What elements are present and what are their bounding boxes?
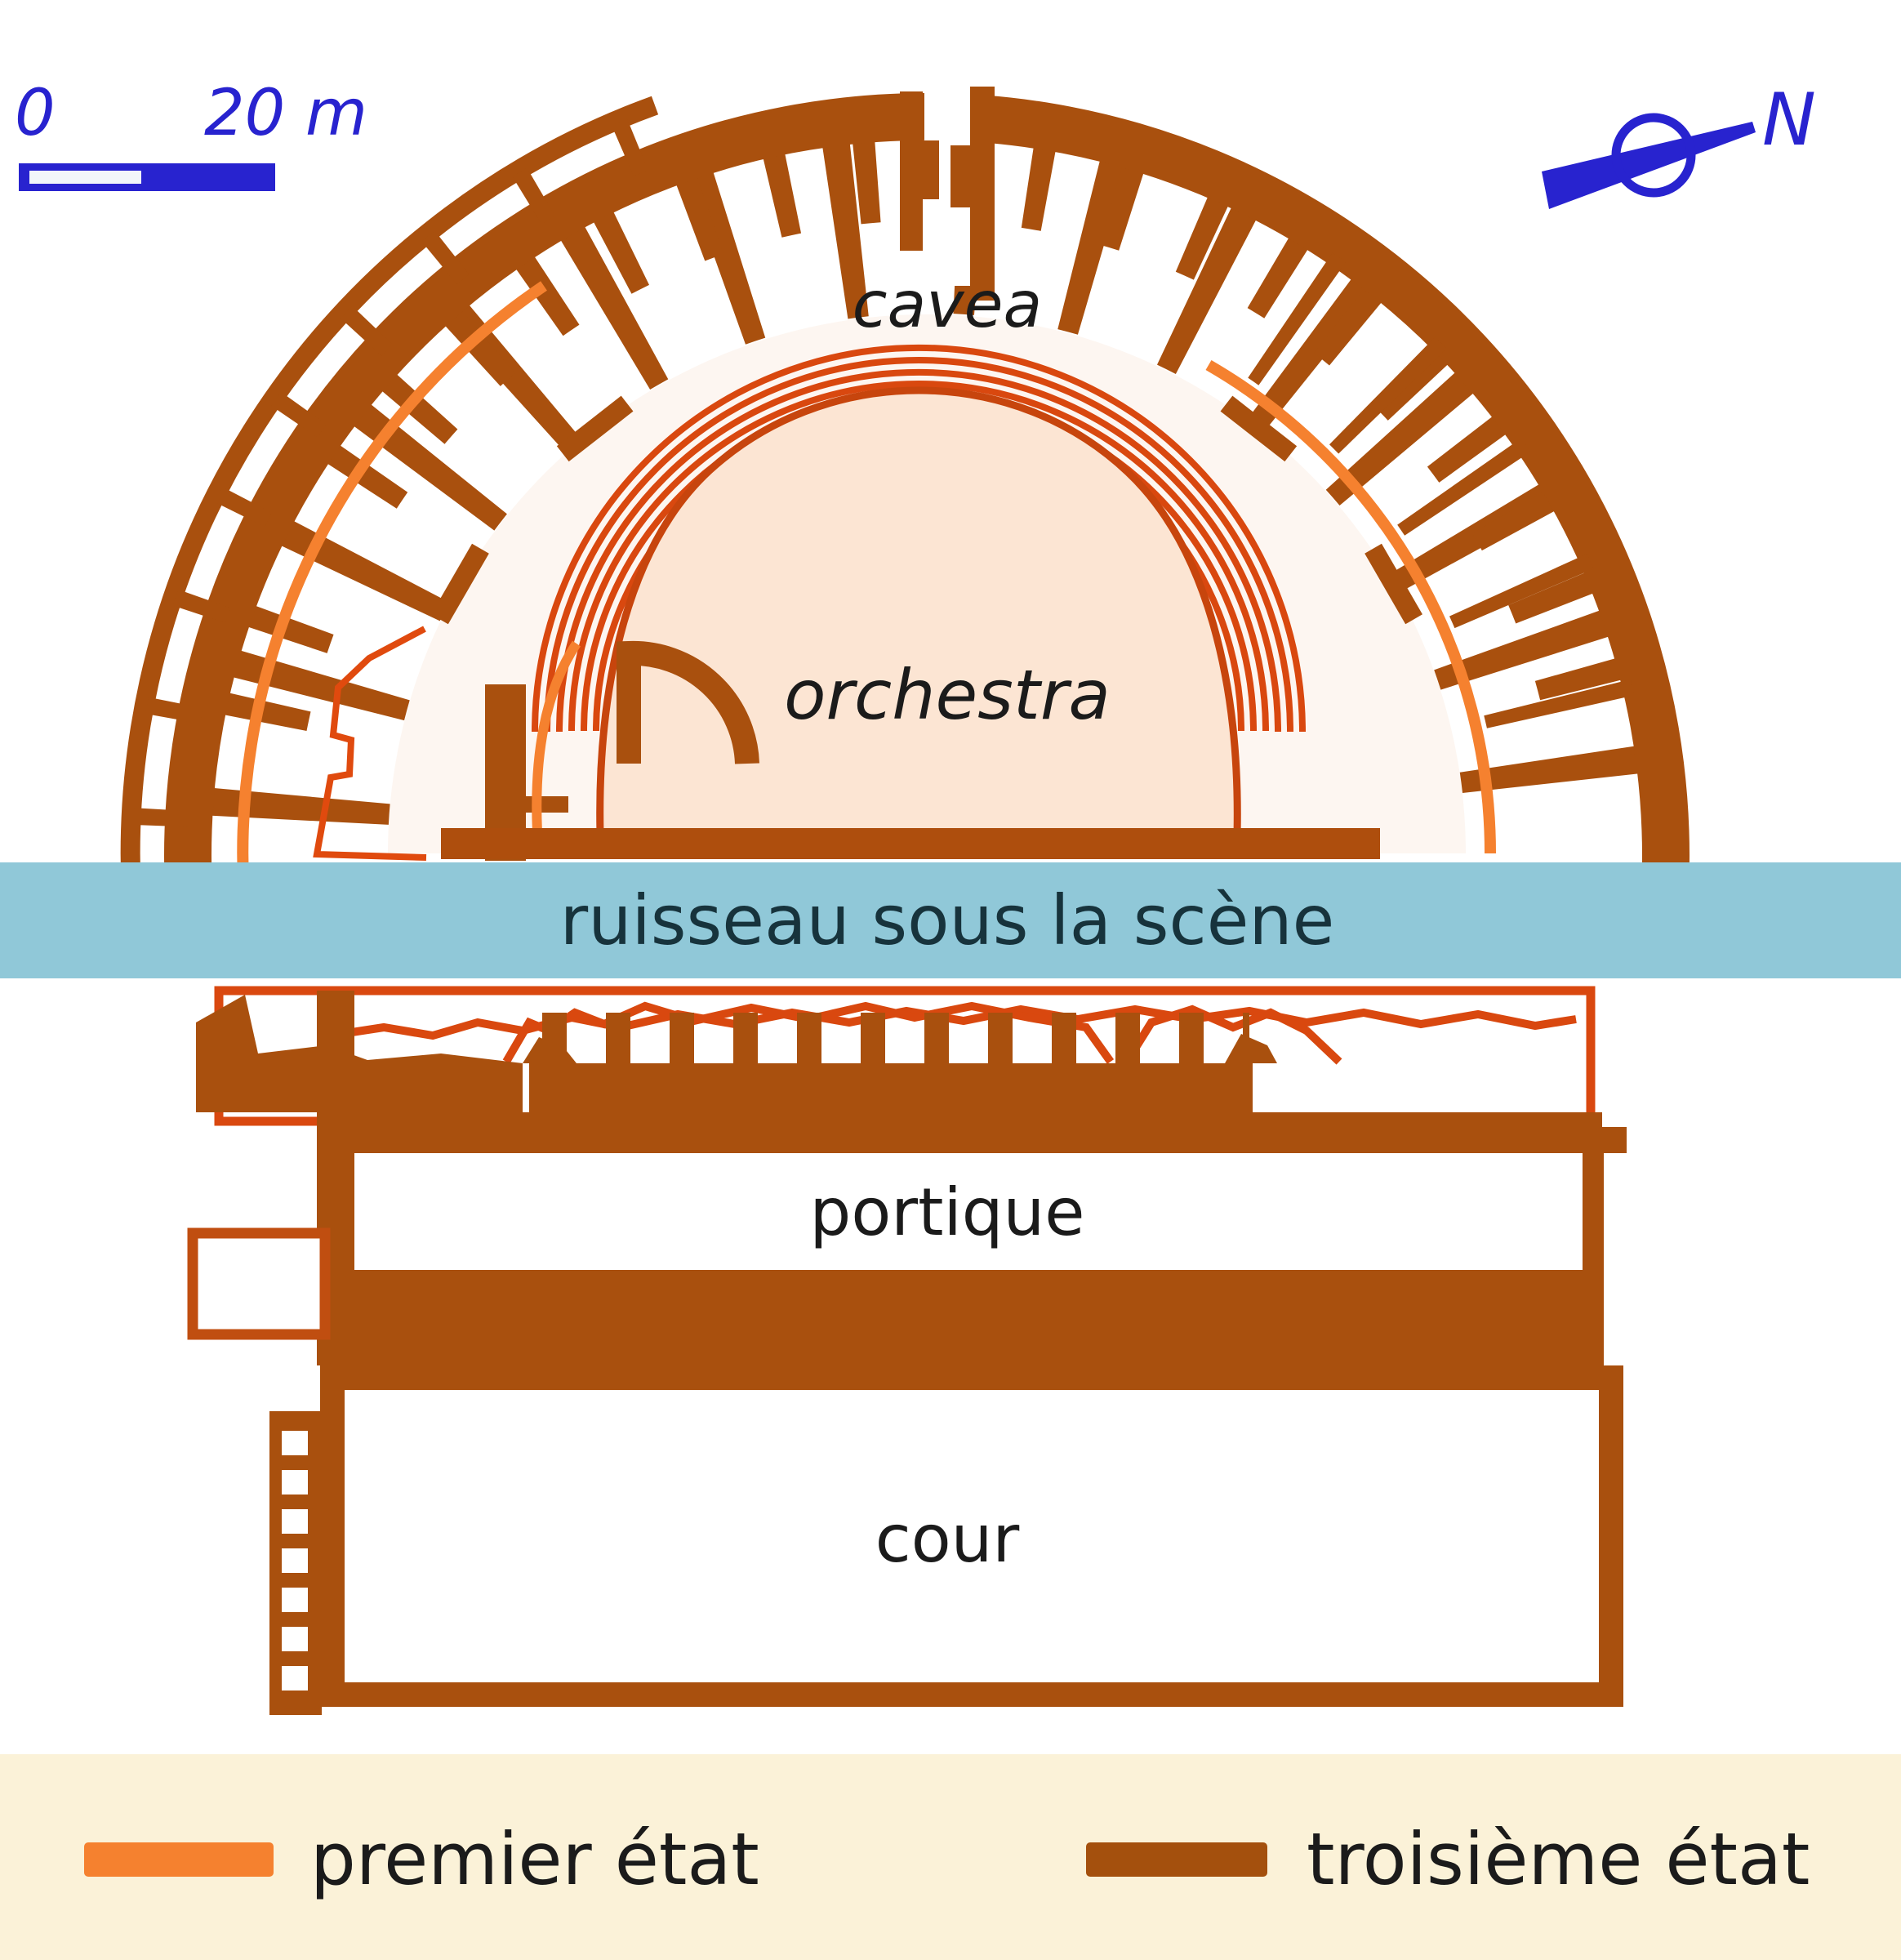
orchestra-area [596, 386, 1241, 839]
legend: premier état troisième état [0, 1754, 1901, 1960]
cavea-structure [120, 64, 1690, 938]
colonnade-stylobate [529, 1063, 1253, 1112]
west-annex-room [187, 1227, 331, 1340]
first-state-arc-left [237, 281, 547, 926]
rubble-lump-right [1225, 1034, 1277, 1063]
portico-north-wall-step [1579, 1127, 1627, 1153]
first-state-ruin-outline [313, 626, 427, 861]
portico-east-end-wall [1583, 1153, 1604, 1272]
vaulted-entrance-d-wall [617, 640, 759, 764]
legend-swatch-third-state [1086, 1842, 1267, 1877]
summit-jambs [900, 87, 995, 301]
stage-west-rubble [196, 995, 523, 1112]
stage-building [196, 986, 1627, 1365]
cavea-label: cavea [853, 269, 1043, 342]
rubble-lump-left [523, 1037, 577, 1063]
north-arrow [1542, 122, 1756, 209]
stream-band [0, 862, 1901, 978]
courtyard-walls [320, 1365, 1623, 1707]
portico-label: portique [810, 1174, 1085, 1250]
north-compass: N [1542, 78, 1816, 209]
outer-gallery-rail [120, 96, 659, 938]
first-state-wall-curve [532, 640, 581, 858]
portico-north-wall [351, 1112, 1602, 1153]
spoke-caps [431, 395, 1422, 625]
scale-bar: 0 20 m [15, 77, 367, 191]
portico-south-wall [317, 1270, 1604, 1365]
orchestra-label: orchestra [784, 655, 1111, 735]
scale-bar-half-segment [29, 171, 141, 184]
stage-front-wall [441, 828, 1380, 859]
north-label: N [1762, 78, 1816, 162]
ruin-mound-right [1123, 1004, 1342, 1065]
scale-zero-label: 0 [15, 77, 56, 150]
courtyard-label: cour [875, 1501, 1020, 1577]
right-gallery-rungs [1247, 252, 1648, 795]
legend-label-third-state: troisième état [1307, 1817, 1810, 1901]
scale-end-label: 20 m [204, 77, 367, 150]
cavea-radial-walls-long [201, 125, 1653, 826]
legend-swatch-first-state [84, 1842, 274, 1877]
stream-label: ruisseau sous la scène [560, 880, 1335, 960]
compass-circle-icon [1611, 113, 1696, 198]
legend-background [0, 1754, 1901, 1960]
first-state-arc-right [1205, 359, 1497, 854]
legend-label-first-state: premier état [310, 1817, 759, 1901]
